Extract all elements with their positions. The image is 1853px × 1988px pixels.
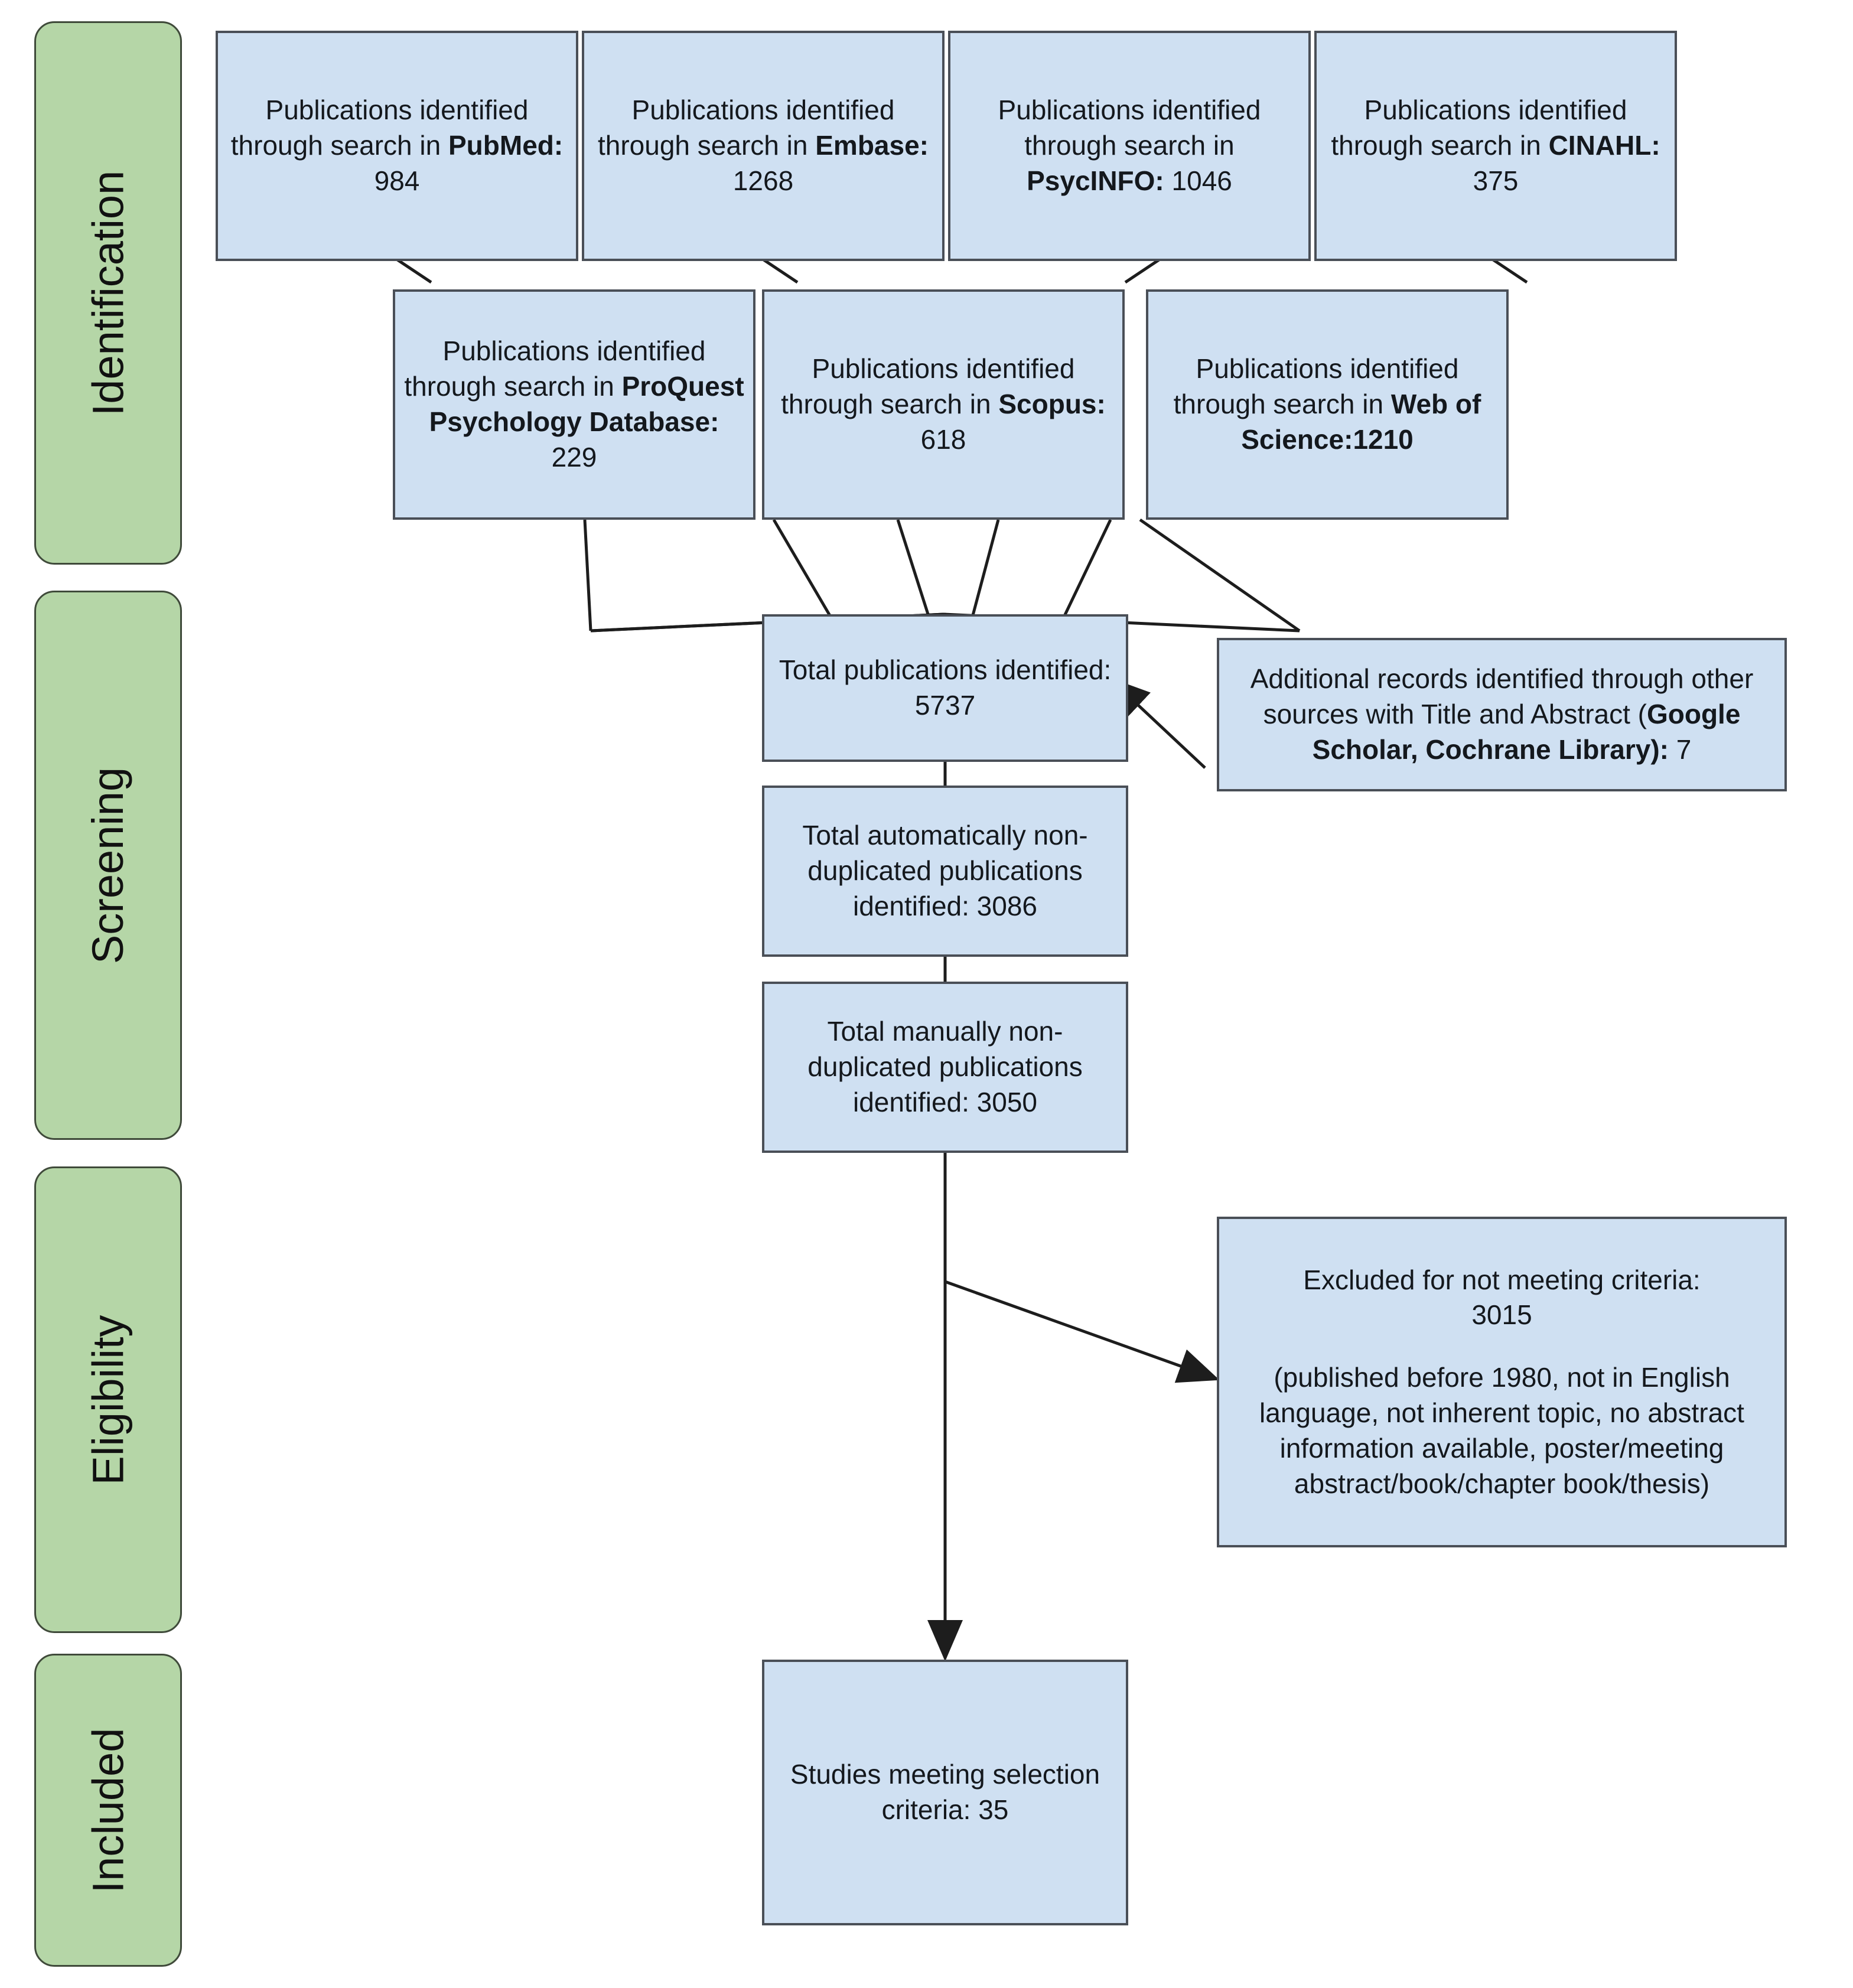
additional-records-tail: ): — [1650, 734, 1676, 765]
source-lead-scopus: Publications identified through search i… — [781, 353, 1075, 420]
source-name-scopus: Scopus — [998, 389, 1097, 420]
source-count-web-of-science: 1210 — [1353, 423, 1414, 455]
manual-dedup-value: 3050 — [976, 1086, 1038, 1117]
source-sep-scopus: : — [1096, 389, 1106, 420]
additional-records-sources: Google Scholar, Cochrane Library — [1312, 699, 1741, 765]
source-name-psycinfo: PsycINFO — [1027, 165, 1155, 196]
auto-dedup-value: 3086 — [976, 890, 1038, 921]
source-lead-proquest: Publications identified through search i… — [404, 335, 706, 402]
source-sep-web-of-science: : — [1344, 423, 1353, 455]
source-sep-cinahl: : — [1651, 130, 1660, 161]
stage-label-included: Included — [83, 1728, 133, 1893]
total-identified-label: Total publications identified: — [779, 654, 1112, 686]
source-name-web-of-science: Web of Science — [1241, 389, 1481, 455]
stage-bar-identification: Identification — [34, 21, 182, 565]
source-box-embase: Publications identified through search i… — [582, 31, 945, 261]
source-box-proquest: Publications identified through search i… — [393, 289, 755, 520]
source-sep-pubmed: : — [553, 130, 564, 161]
source-box-scopus: Publications identified through search i… — [762, 289, 1125, 520]
source-count-scopus: 618 — [920, 423, 966, 455]
stage-bar-eligibility: Eligibility — [34, 1166, 182, 1633]
flow-box-total-identified: Total publications identified: 5737 — [762, 614, 1128, 762]
source-lead-web-of-science: Publications identified through search i… — [1173, 353, 1459, 420]
excluded-reasons: (published before 1980, not in English l… — [1259, 1362, 1744, 1499]
excluded-value: 3015 — [1471, 1299, 1532, 1331]
source-box-pubmed: Publications identified through search i… — [216, 31, 578, 261]
source-count-cinahl: 375 — [1473, 165, 1519, 196]
source-name-embase: Embase — [815, 130, 920, 161]
additional-records-value: 7 — [1676, 734, 1692, 765]
included-label: Studies meeting selection criteria: — [790, 1759, 1100, 1825]
source-count-pubmed: 984 — [374, 165, 420, 196]
source-box-psycinfo: Publications identified through search i… — [948, 31, 1311, 261]
additional-records-lead: Additional records identified through ot… — [1250, 663, 1754, 730]
source-lead-psycinfo: Publications identified through search i… — [998, 94, 1261, 161]
source-sep-embase: : — [919, 130, 929, 161]
total-identified-value: 5737 — [914, 690, 976, 721]
stage-label-screening: Screening — [83, 767, 133, 964]
source-count-proquest: 229 — [551, 441, 597, 472]
excluded-label: Excluded for not meeting criteria: — [1303, 1264, 1701, 1295]
source-box-web-of-science: Publications identified through search i… — [1146, 289, 1509, 520]
source-box-cinahl: Publications identified through search i… — [1314, 31, 1677, 261]
side-box-excluded: Excluded for not meeting criteria: 3015 … — [1217, 1217, 1787, 1547]
stage-label-identification: Identification — [83, 170, 133, 416]
flow-box-manual-deduplicated: Total manually non-duplicated publicatio… — [762, 982, 1128, 1153]
side-box-additional-records: Additional records identified through ot… — [1217, 638, 1787, 791]
included-value: 35 — [978, 1794, 1009, 1825]
source-name-pubmed: PubMed — [448, 130, 554, 161]
stage-bar-screening: Screening — [34, 591, 182, 1140]
source-lead-cinahl: Publications identified through search i… — [1331, 94, 1627, 161]
source-name-proquest: ProQuest Psychology Database — [429, 371, 744, 437]
auto-dedup-label: Total automatically non-duplicated publi… — [802, 820, 1088, 921]
source-sep-psycinfo: : — [1155, 165, 1172, 196]
excluded-spacer — [1227, 1333, 1776, 1360]
source-lead-embase: Publications identified through search i… — [598, 94, 895, 161]
source-count-embase: 1268 — [732, 165, 794, 196]
stage-bar-included: Included — [34, 1654, 182, 1967]
manual-dedup-label: Total manually non-duplicated publicatio… — [807, 1016, 1083, 1117]
source-name-cinahl: CINAHL — [1548, 130, 1652, 161]
flow-box-auto-deduplicated: Total automatically non-duplicated publi… — [762, 786, 1128, 957]
source-sep-proquest: : — [710, 406, 719, 437]
stage-label-eligibility: Eligibility — [83, 1315, 133, 1485]
source-count-psycinfo: 1046 — [1171, 165, 1232, 196]
flow-box-studies-included: Studies meeting selection criteria: 35 — [762, 1660, 1128, 1925]
source-lead-pubmed: Publications identified through search i… — [230, 94, 529, 161]
